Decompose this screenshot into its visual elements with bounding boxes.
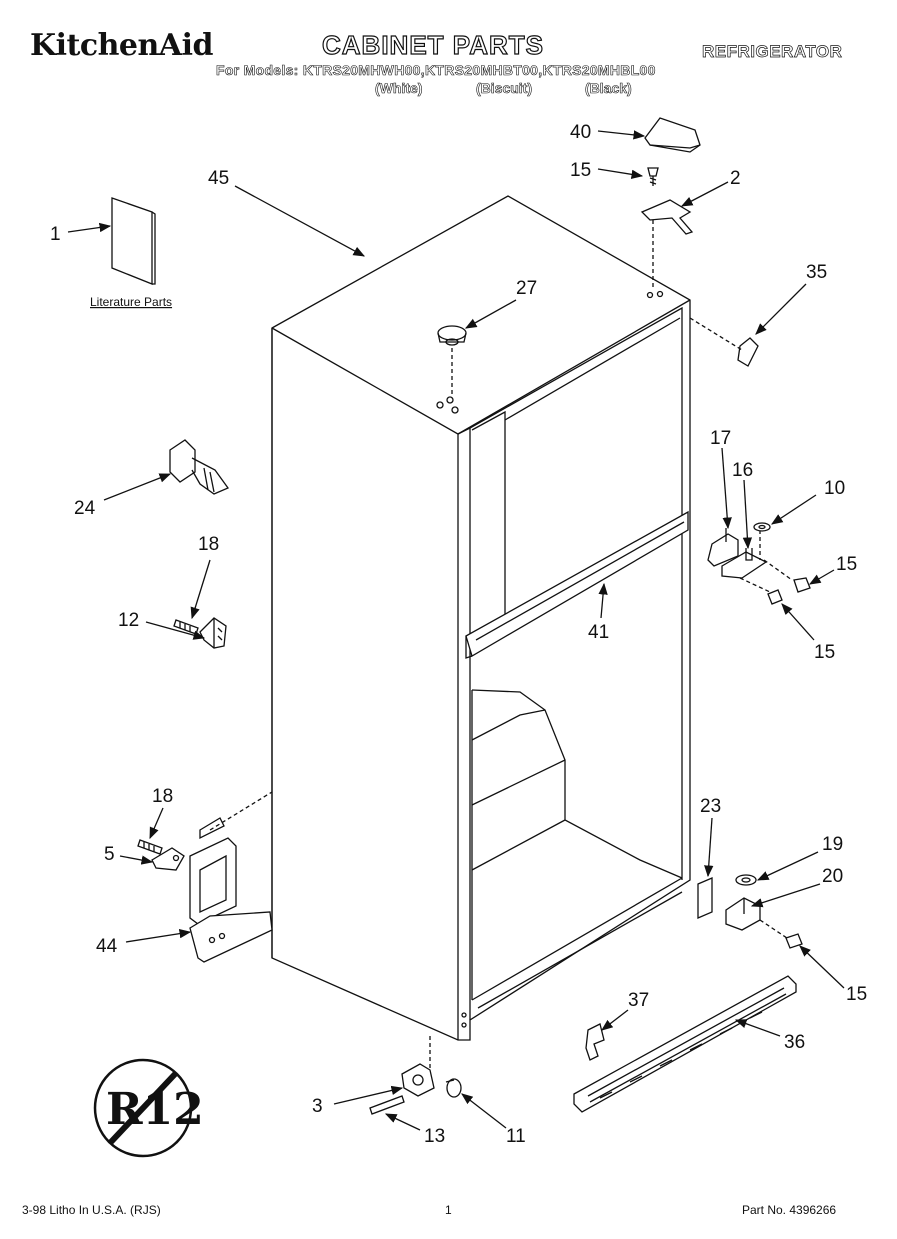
callout-15-center-a: 15: [836, 554, 857, 575]
callout-20: 20: [822, 866, 843, 887]
plug-button: [437, 325, 467, 395]
callout-12: 12: [118, 610, 139, 631]
callout-45: 45: [208, 168, 229, 189]
hinge-screw-18-lower: [137, 839, 163, 855]
callout-3: 3: [312, 1096, 323, 1117]
roller-bracket: [401, 1036, 435, 1097]
hinge-pin-12: [199, 617, 227, 649]
hinge-washer-10: [753, 522, 771, 532]
hinge-shim: [689, 317, 759, 367]
callout-44: 44: [96, 936, 118, 957]
literature-parts-label: Literature Parts: [90, 295, 172, 309]
callout-18-upper: 18: [198, 534, 219, 555]
callout-24: 24: [74, 498, 96, 519]
color-black: (Black): [585, 80, 632, 97]
callout-13: 13: [424, 1126, 445, 1147]
hinge-screw-center-b: [767, 589, 783, 605]
page-title: CABINET PARTS: [321, 29, 544, 60]
callout-15-top: 15: [570, 160, 591, 181]
leveling-leg: [169, 439, 230, 495]
grille-clip: [585, 1023, 605, 1061]
callout-10: 10: [824, 478, 845, 499]
mullion-rail: [465, 510, 689, 659]
callout-2: 2: [730, 168, 741, 189]
callout-37: 37: [628, 990, 649, 1011]
literature-parts-booklet: [111, 197, 156, 285]
roller-axle-pin: [369, 1095, 405, 1115]
callout-1: 1: [50, 224, 61, 245]
roller-wheel: [445, 1078, 462, 1098]
no-r12-seal: [93, 1058, 193, 1158]
callout-40: 40: [570, 122, 591, 143]
callout-23: 23: [700, 796, 721, 817]
door-bracket: [189, 791, 273, 925]
callout-5: 5: [104, 844, 115, 865]
hinge-cover: [644, 117, 701, 153]
callout-17: 17: [710, 428, 731, 449]
top-hinge: [640, 199, 694, 290]
callout-19: 19: [822, 834, 843, 855]
color-biscuit: (Biscuit): [476, 80, 533, 97]
toe-grille: [573, 975, 797, 1113]
brand-logo: KitchenAid: [30, 28, 213, 63]
callout-arrows: [67, 130, 845, 1131]
callout-18-lower: 18: [152, 786, 173, 807]
footer-page-number: 1: [445, 1203, 452, 1217]
model-list: For Models: KTRS20MHWH00,KTRS20MHBT00,KT…: [216, 62, 656, 79]
callout-labels: 40 15 2 45 1 35 27 24 17 16 10 15 15 18 …: [50, 122, 867, 1147]
callout-16: 16: [732, 460, 753, 481]
callout-15-center-b: 15: [814, 642, 835, 663]
color-white: (White): [375, 80, 423, 97]
footer-print-info: 3-98 Litho In U.S.A. (RJS): [22, 1203, 161, 1217]
hinge-screw-18-upper: [173, 619, 199, 635]
callout-36: 36: [784, 1032, 805, 1053]
center-hinge-16: [721, 530, 793, 593]
hinge-spacer-23: [697, 877, 713, 919]
hinge-screw-bottom: [785, 933, 803, 949]
hinge-screw-center-a: [793, 577, 811, 593]
callout-35: 35: [806, 262, 827, 283]
callout-11: 11: [506, 1126, 526, 1147]
hinge-pin-5: [151, 847, 185, 871]
hinge-screw-top: [647, 167, 659, 186]
product-category: REFRIGERATOR: [702, 42, 843, 62]
callout-15-bottom: 15: [846, 984, 867, 1005]
lower-hinge-plate-44: [189, 911, 273, 963]
footer-part-number: Part No. 4396266: [742, 1203, 837, 1217]
callout-27: 27: [516, 278, 537, 299]
seal-text: R12: [106, 1084, 204, 1135]
callout-41: 41: [588, 622, 609, 643]
hinge-washer-19: [735, 874, 757, 886]
refrigerator-cabinet: [271, 195, 691, 1041]
